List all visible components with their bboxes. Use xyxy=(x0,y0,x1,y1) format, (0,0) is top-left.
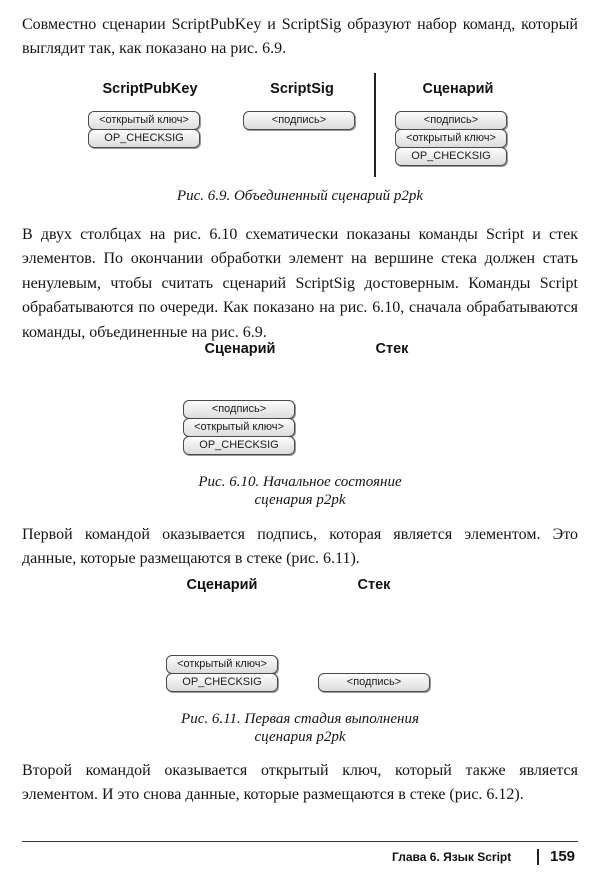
command-public-key: <открытый ключ> xyxy=(395,129,507,148)
stack-signature: <подпись> xyxy=(318,673,430,692)
caption-line: Рис. 6.10. Начальное состояние xyxy=(198,474,402,490)
command-op-checksig: OP_CHECKSIG xyxy=(183,436,295,455)
command-public-key: <открытый ключ> xyxy=(166,655,278,674)
heading-scriptpubkey: ScriptPubKey xyxy=(102,81,198,97)
caption-line: сценария p2pk xyxy=(254,492,346,508)
paragraph-columns: В двух столбцах на рис. 6.10 схематическ… xyxy=(22,226,578,341)
paragraph-second-command: Второй командой оказывается открытый клю… xyxy=(22,762,578,804)
command-op-checksig: OP_CHECKSIG xyxy=(88,129,200,148)
caption-line: сценария p2pk xyxy=(254,729,346,745)
heading-stack: Стек xyxy=(357,577,391,593)
command-public-key: <открытый ключ> xyxy=(88,111,200,130)
heading-script-combined: Сценарий xyxy=(422,81,494,97)
caption-line: Рис. 6.11. Первая стадия выполнения xyxy=(181,711,419,727)
caption-6-11: Рис. 6.11. Первая стадия выполнения сцен… xyxy=(100,710,500,746)
command-op-checksig: OP_CHECKSIG xyxy=(166,673,278,692)
heading-script: Сценарий xyxy=(186,577,258,593)
heading-stack: Стек xyxy=(375,341,409,357)
page-number: 159 xyxy=(550,848,576,865)
divider-line xyxy=(374,73,376,177)
command-signature: <подпись> xyxy=(183,400,295,419)
command-public-key: <открытый ключ> xyxy=(183,418,295,437)
heading-script: Сценарий xyxy=(204,341,276,357)
caption-6-10: Рис. 6.10. Начальное состояние сценария … xyxy=(100,473,500,509)
command-op-checksig: OP_CHECKSIG xyxy=(395,147,507,166)
footer-separator xyxy=(537,849,539,865)
caption-6-9: Рис. 6.9. Объединенный сценарий p2pk xyxy=(176,188,424,204)
paragraph-first-command: Первой командой оказывается подпись, кот… xyxy=(22,526,578,568)
command-signature: <подпись> xyxy=(243,111,355,130)
footer-rule xyxy=(22,841,578,842)
heading-scriptsig: ScriptSig xyxy=(270,81,334,97)
paragraph-intro: Совместно сценарии ScriptPubKey и Script… xyxy=(22,16,578,58)
command-signature: <подпись> xyxy=(395,111,507,130)
footer-chapter-title: Глава 6. Язык Script xyxy=(392,850,512,864)
